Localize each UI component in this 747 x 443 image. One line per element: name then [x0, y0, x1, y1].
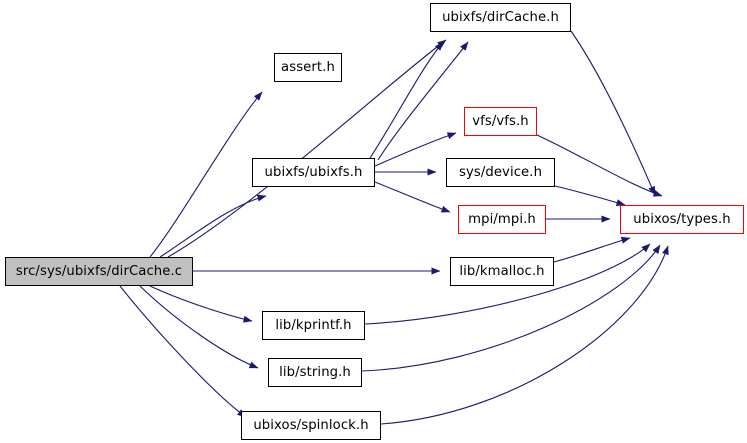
node-kprintf[interactable]: lib/kprintf.h [262, 311, 365, 340]
node-label: ubixos/spinlock.h [253, 417, 369, 433]
node-label: lib/string.h [279, 364, 351, 380]
node-label: mpi/mpi.h [468, 211, 536, 227]
node-types[interactable]: ubixos/types.h [620, 205, 744, 234]
node-string[interactable]: lib/string.h [268, 358, 362, 387]
edge-src-to-ubixfs [159, 194, 267, 258]
node-spinlock[interactable]: ubixos/spinlock.h [241, 411, 381, 440]
edge-kmalloc-to-types [553, 236, 631, 263]
edge-src-to-string [139, 285, 259, 369]
node-ubixfs[interactable]: ubixfs/ubixfs.h [252, 158, 375, 187]
edge-src-to-dircache [167, 39, 447, 258]
edge-ubixfs-to-dircache2 [377, 41, 469, 161]
node-kmalloc[interactable]: lib/kmalloc.h [450, 257, 554, 286]
node-label: lib/kmalloc.h [459, 263, 545, 279]
node-src[interactable]: src/sys/ubixfs/dirCache.c [5, 257, 193, 286]
node-label: ubixfs/ubixfs.h [264, 164, 363, 180]
edge-vfs-to-types [536, 134, 663, 197]
edge-string-to-types [361, 244, 661, 372]
edge-src-to-kprintf [149, 285, 253, 323]
node-label: sys/device.h [458, 164, 543, 180]
node-label: src/sys/ubixfs/dirCache.c [15, 263, 183, 279]
node-assert[interactable]: assert.h [274, 53, 342, 82]
edge-kprintf-to-types [364, 243, 651, 325]
node-dircache[interactable]: ubixfs/dirCache.h [430, 3, 571, 32]
edge-ubixfs-to-mpi [374, 181, 451, 213]
edge-src-to-spinlock [119, 285, 247, 418]
node-label: ubixfs/dirCache.h [442, 9, 559, 25]
node-label: ubixos/types.h [633, 211, 731, 227]
node-label: assert.h [281, 59, 335, 75]
edge-src-to-assert [149, 91, 263, 258]
node-label: lib/kprintf.h [275, 317, 352, 333]
edge-spinlock-to-types [380, 245, 669, 425]
node-vfs[interactable]: vfs/vfs.h [464, 107, 537, 136]
node-label: vfs/vfs.h [472, 113, 529, 129]
edge-dircache-to-types [570, 30, 656, 196]
node-device[interactable]: sys/device.h [446, 158, 555, 187]
edge-ubixfs-to-vfs [374, 132, 457, 167]
edge-ubixfs-to-dircache [369, 41, 444, 159]
node-mpi[interactable]: mpi/mpi.h [458, 205, 546, 234]
edge-device-to-types [554, 185, 626, 206]
